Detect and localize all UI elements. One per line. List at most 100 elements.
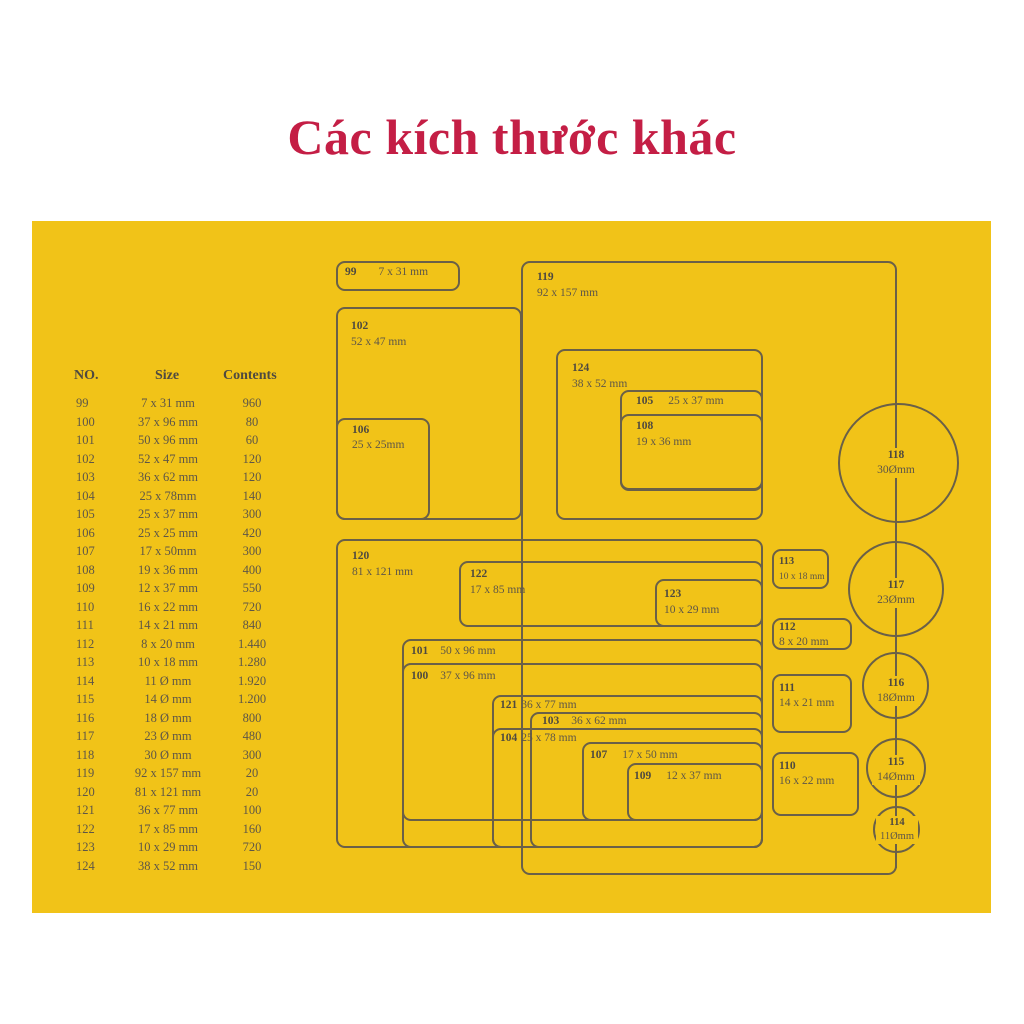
label-number: 108	[636, 420, 654, 432]
table-row: 118 30 Ø mm 300	[62, 748, 302, 766]
cell-no: 99	[76, 396, 89, 410]
cell-no: 116	[76, 710, 95, 725]
label-number: 102	[351, 320, 369, 332]
page-title: Các kích thước khác	[287, 109, 737, 165]
cell-no: 120	[76, 784, 95, 799]
label-size: 36 x 62 mm	[571, 715, 627, 727]
label-number: 111	[779, 682, 795, 694]
label-size: 25 x 25mm	[352, 439, 405, 451]
cell-contents: 1.920	[237, 673, 267, 688]
cell-size: 10 x 18 mm	[137, 655, 199, 669]
cell-contents: 160	[242, 821, 262, 836]
label-size: 50 x 96 mm	[440, 645, 496, 657]
cell-contents: 150	[242, 858, 262, 873]
cell-size: 10 x 29 mm	[137, 840, 199, 854]
cell-contents: 140	[242, 488, 262, 503]
cell-contents: 100	[242, 803, 262, 817]
cell-no: 109	[76, 581, 95, 595]
label-size: 10 x 18 mm	[779, 572, 825, 582]
cell-no: 114	[76, 673, 95, 688]
cell-size: 25 x 78mm	[139, 488, 197, 503]
label-size: 17 x 50 mm	[622, 749, 678, 761]
cell-contents: 400	[242, 562, 262, 577]
cell-contents: 60	[245, 433, 259, 447]
label-size: 19 x 36 mm	[636, 436, 692, 448]
label-number: 110	[779, 760, 796, 772]
cell-size: 38 x 52 mm	[137, 858, 199, 873]
label-size: 38 x 52 mm	[572, 378, 628, 390]
label-number: 106	[352, 424, 370, 436]
cell-no: 108	[76, 562, 95, 577]
cell-size: 18 Ø mm	[144, 710, 192, 725]
cell-size: 30 Ø mm	[144, 747, 192, 762]
cell-size: 36 x 62 mm	[137, 470, 199, 484]
cell-contents: 300	[242, 544, 262, 558]
table-row: 116 18 Ø mm 800	[62, 711, 302, 729]
cell-no: 102	[76, 451, 95, 466]
label-size: 92 x 157 mm	[537, 287, 599, 299]
label-123	[655, 579, 763, 627]
label-106	[336, 418, 430, 520]
label-size: 10 x 29 mm	[664, 604, 720, 616]
cell-no: 124	[76, 858, 95, 873]
cell-contents: 720	[242, 599, 262, 614]
cell-size: 25 x 37 mm	[137, 507, 199, 521]
label-size: 81 x 121 mm	[352, 566, 414, 578]
cell-contents: 300	[242, 747, 262, 762]
cell-size: 17 x 85 mm	[137, 821, 199, 836]
cell-no: 111	[76, 618, 94, 632]
label-number: 112	[779, 621, 796, 633]
cell-contents: 120	[242, 451, 262, 466]
cell-size: 12 x 37 mm	[137, 581, 199, 595]
yellow-panel	[32, 221, 991, 913]
cell-size: 19 x 36 mm	[137, 562, 199, 577]
label-size: 52 x 47 mm	[351, 336, 407, 348]
cell-size: 14 x 21 mm	[137, 618, 199, 632]
cell-size: 25 x 25 mm	[137, 525, 199, 540]
cell-no: 103	[76, 470, 95, 484]
cell-no: 119	[76, 766, 95, 780]
label-size: 8 x 20 mm	[779, 636, 829, 648]
connector-line	[895, 270, 897, 868]
label-size: 17 x 85 mm	[470, 584, 526, 596]
label-number: 113	[779, 556, 795, 567]
cell-size: 81 x 121 mm	[134, 784, 202, 799]
label-113	[772, 549, 829, 589]
cell-no: 106	[76, 525, 95, 540]
cell-no: 118	[76, 747, 95, 762]
label-number: 121	[500, 699, 518, 711]
table-row: 124 38 x 52 mm 150	[62, 859, 302, 877]
cell-contents: 80	[245, 414, 259, 429]
cell-no: 115	[76, 692, 95, 706]
label-number: 104	[500, 732, 518, 744]
label-number: 124	[572, 362, 590, 374]
cell-size: 36 x 77 mm	[137, 803, 199, 817]
label-size: 12 x 37 mm	[666, 770, 722, 782]
cell-no: 101	[76, 433, 95, 447]
cell-no: 121	[76, 803, 95, 817]
label-110	[772, 752, 859, 816]
label-size: 25 x 37 mm	[668, 395, 724, 407]
cell-contents: 800	[242, 710, 262, 725]
label-number: 120	[352, 550, 370, 562]
header-contents: Contents	[223, 368, 277, 383]
cell-contents: 1.200	[237, 692, 267, 706]
cell-no: 105	[76, 507, 95, 521]
